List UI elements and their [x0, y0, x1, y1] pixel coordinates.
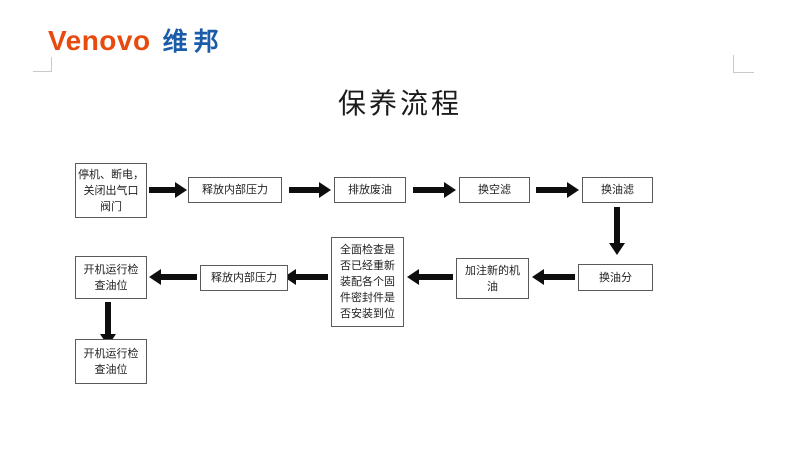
flow-node-change-oil-filter: 换油滤	[582, 177, 653, 203]
arrow-left-icon	[532, 269, 575, 285]
arrow-head	[149, 269, 161, 285]
arrow-shaft	[149, 187, 175, 193]
brand-logo-text-en: Venovo	[48, 25, 151, 56]
arrow-shaft	[105, 302, 111, 334]
flow-node-change-oil-separator: 换油分	[578, 264, 653, 291]
arrow-shaft	[296, 274, 328, 280]
flow-node-release-pressure-2: 释放内部压力	[200, 265, 288, 291]
flow-node-drain-oil: 排放废油	[334, 177, 406, 203]
arrow-shaft	[614, 207, 620, 243]
arrow-shaft	[536, 187, 567, 193]
margin-corner-mark-top-left	[33, 57, 52, 72]
arrow-head	[444, 182, 456, 198]
arrow-head	[609, 243, 625, 255]
arrow-shaft	[419, 274, 453, 280]
arrow-head	[407, 269, 419, 285]
flow-node-add-new-oil: 加注新的机 油	[456, 258, 529, 299]
arrow-left-icon	[407, 269, 453, 285]
arrow-right-icon	[413, 182, 456, 198]
brand-logo: Venovo 维邦	[48, 22, 225, 58]
flow-node-change-air-filter: 换空滤	[459, 177, 530, 203]
flow-node-stop-machine: 停机、断电， 关闭出气口 阀门	[75, 163, 147, 218]
arrow-shaft	[413, 187, 444, 193]
arrow-head	[319, 182, 331, 198]
arrow-down-icon	[609, 207, 625, 255]
arrow-left-icon	[149, 269, 197, 285]
arrow-head	[175, 182, 187, 198]
flow-node-release-pressure-1: 释放内部压力	[188, 177, 282, 203]
arrow-shaft	[544, 274, 575, 280]
arrow-right-icon	[289, 182, 331, 198]
arrow-head	[532, 269, 544, 285]
flow-node-check-oil-level-1: 开机运行检 查油位	[75, 256, 147, 299]
page-title: 保养流程	[337, 89, 462, 120]
margin-corner-mark-top-right	[733, 55, 754, 73]
arrow-head	[567, 182, 579, 198]
flow-node-full-inspection: 全面检查是 否已经重新 装配各个固 件密封件是 否安装到位	[331, 237, 404, 327]
arrow-right-icon	[536, 182, 579, 198]
arrow-right-icon	[149, 182, 187, 198]
brand-logo-text-cn: 维邦	[162, 28, 225, 56]
arrow-left-icon	[284, 269, 328, 285]
arrow-shaft	[289, 187, 319, 193]
arrow-shaft	[161, 274, 197, 280]
flow-node-check-oil-level-2: 开机运行检 查油位	[75, 339, 147, 384]
